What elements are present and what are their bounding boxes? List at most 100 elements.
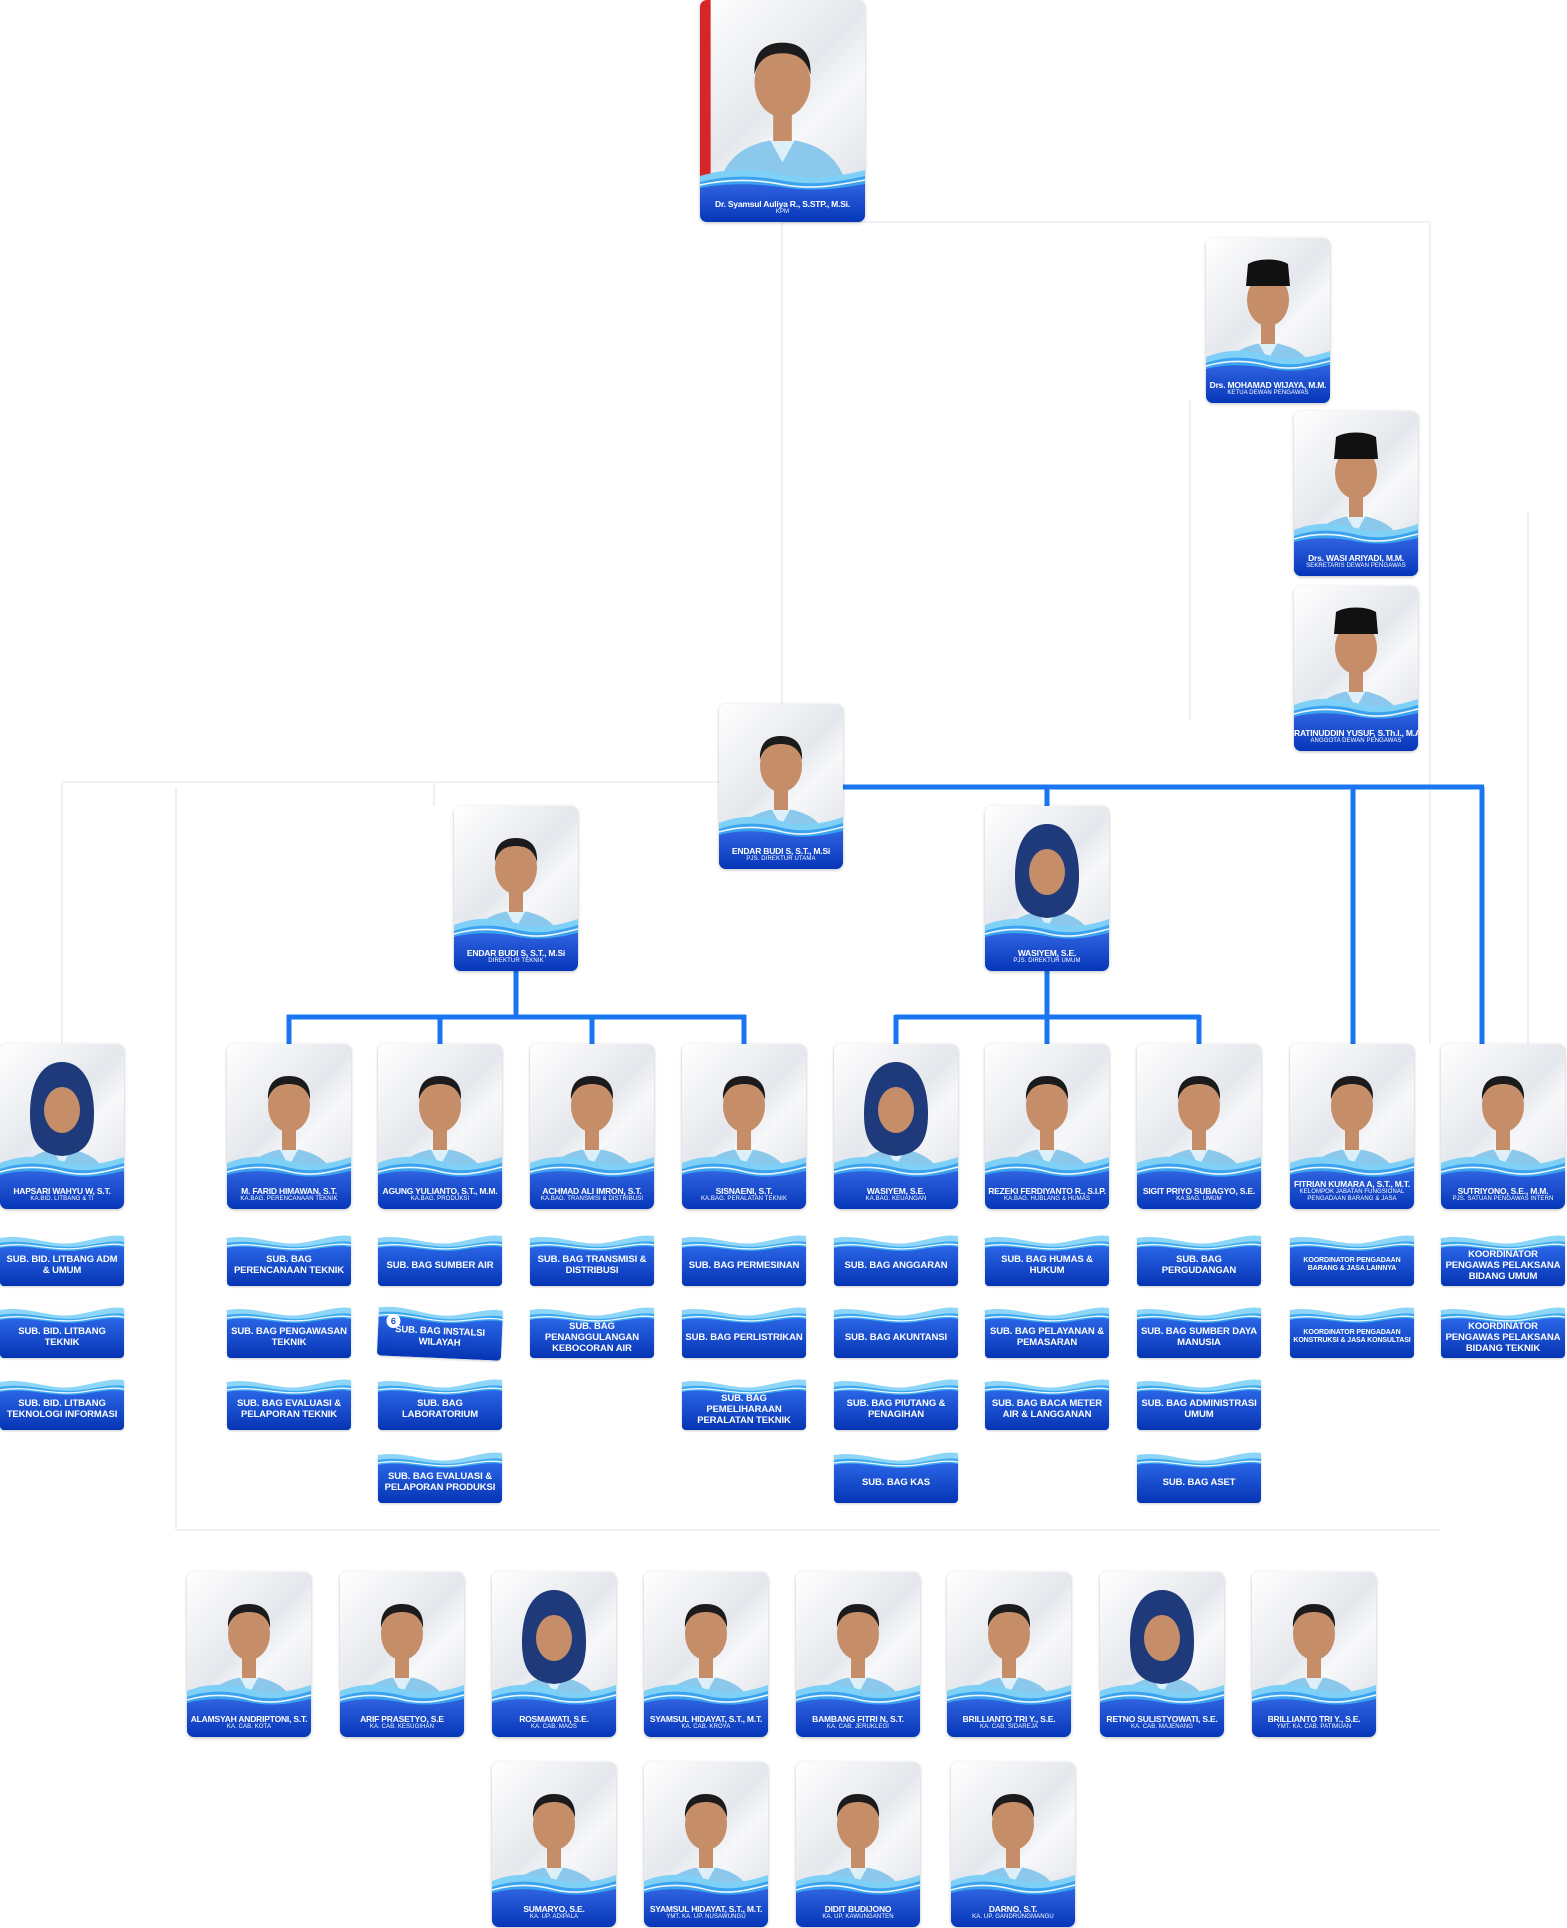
person-role: KA. CAB. KROYA xyxy=(681,1724,731,1730)
subunit-box: KOORDINATOR PENGAWAS PELAKSANA BIDANG UM… xyxy=(1441,1234,1565,1286)
person-role: KETUA DEWAN PENGAWAS xyxy=(1227,390,1309,396)
person-role: Pjs. SATUAN PENGAWAS INTERN xyxy=(1452,1196,1554,1202)
card-supervisor: Drs. WASI ARIYADI, M.M. SEKRETARIS DEWAN… xyxy=(1294,411,1418,576)
card-branch-head: SYAMSUL HIDAYAT, S.T., M.T. KA. CAB. KRO… xyxy=(644,1572,768,1737)
card-unit-head: DIDIT BUDIJONO KA. UP. KAWUNGANTEN xyxy=(796,1762,920,1927)
card-branch-head: BRILLIANTO TRI Y., S.E. KA. CAB. SIDAREJ… xyxy=(947,1572,1071,1737)
person-role: KA. CAB. MAJENANG xyxy=(1130,1724,1194,1730)
subunit-box: SUB. BAG SUMBER DAYA MANUSIA xyxy=(1137,1306,1261,1358)
subunit-box: SUB. BAG ADMINISTRASI UMUM xyxy=(1137,1378,1261,1430)
person-role: KELOMPOK JABATAN FUNGSIONAL PENGADAAN BA… xyxy=(1299,1189,1405,1202)
card-director-main: ENDAR BUDI S, S.T., M.Si Pjs. DIREKTUR U… xyxy=(719,704,843,869)
unit-label: SUB. BAG HUMAS & HUKUM xyxy=(1001,1254,1093,1276)
subunit-box: KOORDINATOR PENGADAAN BARANG & JASA LAIN… xyxy=(1290,1234,1414,1286)
person-name: Drs. WASI ARIYADI, M.M. xyxy=(1308,553,1404,563)
subunit-box: SUB. BAG PIUTANG & PENAGIHAN xyxy=(834,1378,958,1430)
wave-band xyxy=(187,1681,311,1737)
unit-label: SUB. BAG ANGGARAN xyxy=(844,1259,948,1271)
unit-label: SUB. BAG TRANSMISI & DISTRIBUSI xyxy=(537,1254,647,1276)
person-role: KA.BAG. TRANSMISI & DISTRIBUSI xyxy=(540,1196,644,1202)
subunit-box: SUB. BID. LITBANG TEKNIK xyxy=(0,1306,124,1358)
wave-band xyxy=(1252,1681,1376,1737)
person-role: KA.BAG. HUBLANG & HUMAS xyxy=(1004,1196,1090,1202)
card-top-leader: Dr. Syamsul Auliya R., S.STP., M.Si. KPM xyxy=(700,0,865,222)
wave-band xyxy=(378,1153,502,1209)
person-name: SISNAENI, S.T. xyxy=(715,1186,773,1196)
person-role: KA. UP. KAWUNGANTEN xyxy=(822,1914,894,1920)
wave-band xyxy=(530,1153,654,1209)
person-name: RATINUDDIN YUSUF, S.Th.I., M.A. xyxy=(1294,728,1418,738)
subunit-box: SUB. BAG BACA METER AIR & LANGGANAN xyxy=(985,1378,1109,1430)
subunit-box: SUB. BAG KAS xyxy=(834,1451,958,1503)
subunit-box: SUB. BAG PERGUDANGAN xyxy=(1137,1234,1261,1286)
person-name: SYAMSUL HIDAYAT, S.T., M.T. xyxy=(649,1714,763,1724)
unit-label: SUB. BAG PEMELIHARAAN PERALATAN TEKNIK xyxy=(697,1392,791,1426)
subunit-box: SUB. BAG PERMESINAN xyxy=(682,1234,806,1286)
person-name: BRILLIANTO TRI Y., S.E. xyxy=(962,1714,1056,1724)
unit-label: SUB. BAG EVALUASI & PELAPORAN PRODUKSI xyxy=(384,1471,496,1493)
card-unit-head: SYAMSUL HIDAYAT, S.T., M.T. Ymt. KA. UP.… xyxy=(644,1762,768,1927)
card-department-head: SUTRIYONO, S.E., M.M. Pjs. SATUAN PENGAW… xyxy=(1441,1044,1565,1209)
wave-band xyxy=(227,1153,351,1209)
wave-band xyxy=(1100,1681,1224,1737)
card-supervisor: RATINUDDIN YUSUF, S.Th.I., M.A. ANGGOTA … xyxy=(1294,586,1418,751)
person-role: KA. CAB. KOTA xyxy=(226,1724,272,1730)
person-name: M. FARID HIMAWAN, S.T. xyxy=(241,1186,337,1196)
unit-label: SUB. BAG SUMBER AIR xyxy=(386,1259,494,1271)
wave-band xyxy=(644,1681,768,1737)
unit-label: SUB. BAG PENGAWASAN TEKNIK xyxy=(231,1326,347,1348)
wave-band xyxy=(796,1871,920,1927)
subunit-box: SUB. BAG HUMAS & HUKUM xyxy=(985,1234,1109,1286)
person-name: HAPSARI WAHYU W, S.T. xyxy=(13,1186,111,1196)
card-department-head: M. FARID HIMAWAN, S.T. KA.BAG. PERENCANA… xyxy=(227,1044,351,1209)
unit-label: SUB. BAG PERGUDANGAN xyxy=(1161,1254,1237,1276)
subunit-box: SUB. BAG LABORATORIUM xyxy=(378,1378,502,1430)
unit-label: KOORDINATOR PENGADAAN BARANG & JASA LAIN… xyxy=(1303,1256,1401,1273)
wave-band xyxy=(644,1871,768,1927)
person-role: ANGGOTA DEWAN PENGAWAS xyxy=(1310,738,1402,744)
person-role: KA. CAB. JERUKLEGI xyxy=(826,1724,890,1730)
card-unit-head: SUMARYO, S.E. KA. UP. ADIPALA xyxy=(492,1762,616,1927)
unit-label: SUB. BAG PERMESINAN xyxy=(688,1259,800,1271)
wave-band xyxy=(682,1153,806,1209)
unit-label: SUB. BID. LITBANG TEKNOLOGI INFORMASI xyxy=(6,1398,118,1420)
unit-label: SUB. BAG PIUTANG & PENAGIHAN xyxy=(846,1398,946,1420)
subunit-box: SUB. BAG EVALUASI & PELAPORAN PRODUKSI xyxy=(378,1451,502,1503)
person-role: Pjs. DIREKTUR UMUM xyxy=(1013,958,1081,964)
card-department-head: SISNAENI, S.T. KA.BAG. PERALATAN TEKNIK xyxy=(682,1044,806,1209)
unit-label: SUB. BAG LABORATORIUM xyxy=(401,1398,479,1420)
subunit-box: SUB. BAG PERLISTRIKAN xyxy=(682,1306,806,1358)
wave-band xyxy=(492,1681,616,1737)
person-name: Drs. MOHAMAD WIJAYA, M.M. xyxy=(1209,380,1327,390)
unit-label: SUB. BAG PERENCANAAN TEKNIK xyxy=(233,1254,345,1276)
card-department-head: FITRIAN KUMARA A, S.T., M.T. KELOMPOK JA… xyxy=(1290,1044,1414,1209)
person-role: KA.BID. LITBANG & TI xyxy=(30,1196,94,1202)
wave-band xyxy=(1206,347,1330,403)
unit-label: SUB. BID. LITBANG TEKNIK xyxy=(18,1326,106,1348)
person-name: FITRIAN KUMARA A, S.T., M.T. xyxy=(1293,1179,1411,1189)
person-name: ALAMSYAH ANDRIPTONI, S.T. xyxy=(190,1714,308,1724)
card-branch-head: RETNO SULISTYOWATI, S.E. KA. CAB. MAJENA… xyxy=(1100,1572,1224,1737)
unit-label: KOORDINATOR PENGADAAN KONSTRUKSI & JASA … xyxy=(1293,1328,1411,1345)
card-branch-head: ALAMSYAH ANDRIPTONI, S.T. KA. CAB. KOTA xyxy=(187,1572,311,1737)
wave-band xyxy=(951,1871,1075,1927)
person-role: SEKRETARIS DEWAN PENGAWAS xyxy=(1306,563,1406,569)
wave-band xyxy=(719,813,843,869)
wave-band xyxy=(985,1153,1109,1209)
unit-label: SUB. BID. LITBANG ADM & UMUM xyxy=(6,1254,118,1276)
wave-band xyxy=(834,1153,958,1209)
unit-label: KOORDINATOR PENGAWAS PELAKSANA BIDANG TE… xyxy=(1445,1320,1561,1354)
unit-label: SUB. BAG EVALUASI & PELAPORAN TEKNIK xyxy=(236,1398,341,1420)
person-name: Dr. Syamsul Auliya R., S.STP., M.Si. xyxy=(715,199,850,209)
unit-label: SUB. BAG AKUNTANSI xyxy=(844,1331,948,1343)
person-role: Ymt. KA. UP. NUSAWUNGU xyxy=(666,1914,746,1920)
person-name: ENDAR BUDI S, S.T., M.Si xyxy=(466,948,566,958)
person-name: REZEKI FERDIYANTO R., S.I.P. xyxy=(988,1186,1106,1196)
subunit-box: SUB. BAG AKUNTANSI xyxy=(834,1306,958,1358)
wave-band xyxy=(1294,520,1418,576)
wave-band xyxy=(340,1681,464,1737)
subunit-box: KOORDINATOR PENGAWAS PELAKSANA BIDANG TE… xyxy=(1441,1306,1565,1358)
card-branch-head: BAMBANG FITRI N, S.T. KA. CAB. JERUKLEGI xyxy=(796,1572,920,1737)
